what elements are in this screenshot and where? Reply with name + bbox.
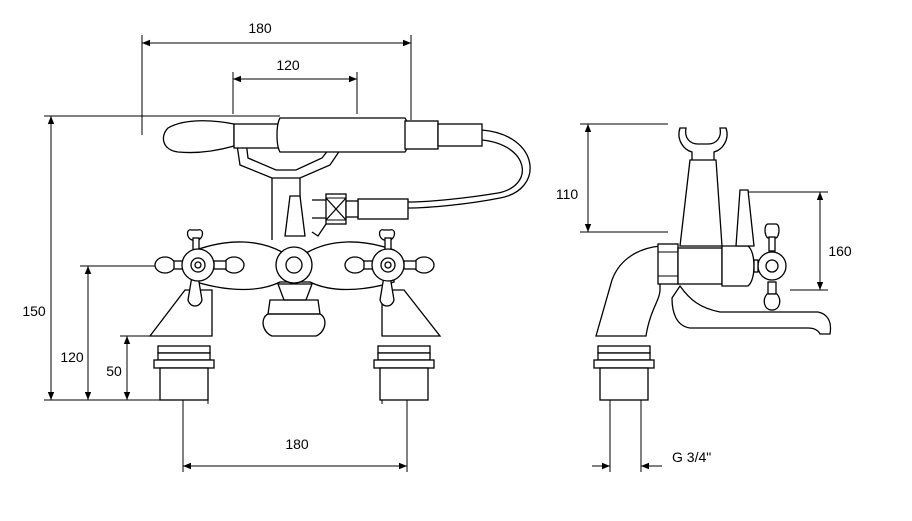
dimension-thread-height: 50: [106, 335, 158, 400]
handshower-grip: [276, 117, 410, 153]
left-cross-handle: [154, 229, 245, 307]
dimension-label: 180: [248, 20, 272, 36]
left-leg: [148, 289, 213, 337]
front-view-tap: [148, 117, 531, 404]
dimension-label: 50: [106, 363, 122, 379]
left-base: [153, 345, 215, 404]
right-base: [373, 345, 435, 404]
dimension-cradle-height: 110: [556, 123, 668, 233]
dimension-label: 120: [60, 349, 84, 365]
dimension-label: 120: [276, 57, 300, 73]
shower-hose: [407, 129, 531, 209]
front-view-dimensions: 180 120 150 120 50: [22, 20, 412, 472]
dimension-label: 160: [828, 243, 852, 259]
side-view-tap: [593, 127, 832, 404]
handshower-head: [162, 120, 235, 154]
dimension-label: 180: [285, 436, 309, 452]
side-spout-body: [595, 245, 661, 337]
dimension-handle-height: 120: [60, 265, 160, 400]
dimension-label: 110: [556, 186, 579, 202]
dimension-label: 150: [22, 303, 46, 319]
dimension-center-distance: 180: [182, 404, 408, 472]
spout: [262, 313, 326, 337]
thread-spec: G 3/4": [672, 449, 711, 465]
side-outlet-spout: [671, 284, 832, 335]
side-cross-handle: [753, 223, 787, 311]
dimension-front-top-width: 180: [141, 20, 412, 135]
right-leg: [381, 289, 442, 337]
dimension-handshower-width: 120: [232, 57, 358, 114]
side-view-dimensions: 110 160 G 3/4": [556, 123, 852, 472]
dimension-thread-diameter: G 3/4": [592, 404, 711, 472]
dimension-total-height: 150: [22, 115, 280, 401]
dimension-side-height: 160: [740, 191, 852, 291]
right-cross-handle: [344, 229, 435, 307]
